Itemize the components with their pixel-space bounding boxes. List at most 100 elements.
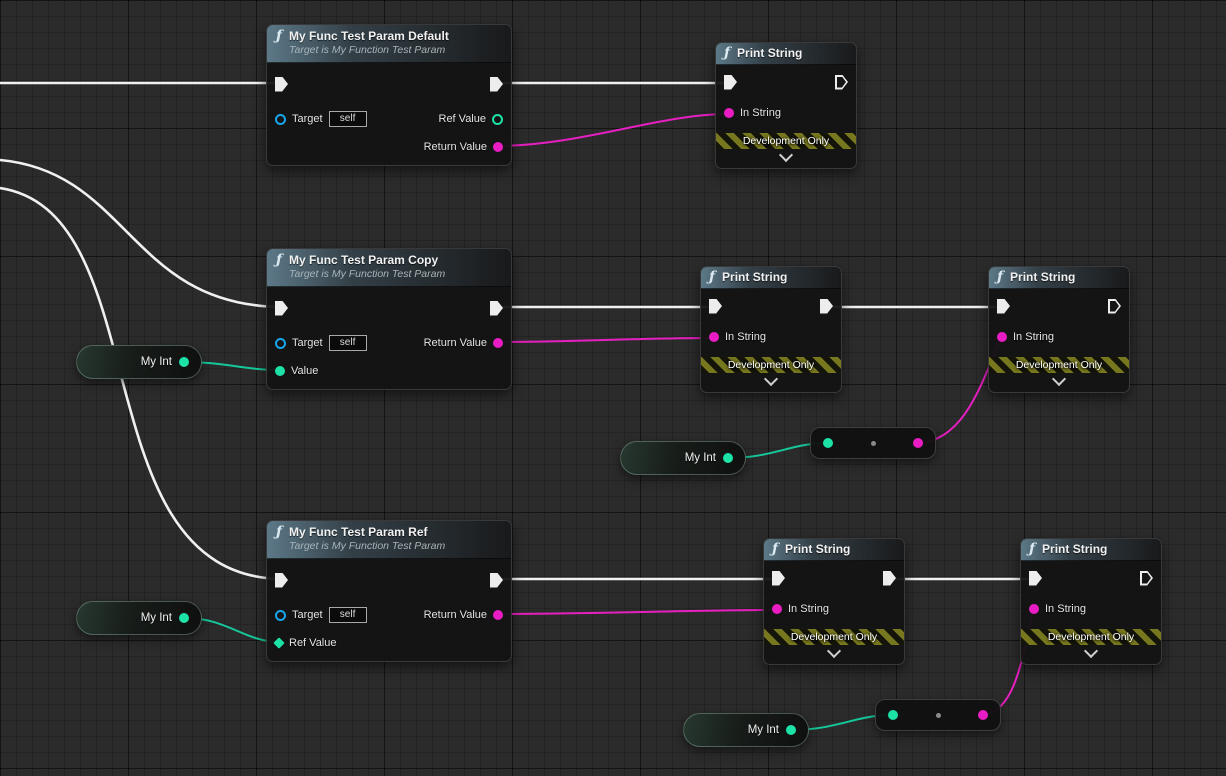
- target-label: Target: [292, 337, 323, 349]
- my-int-out-pin[interactable]: [723, 453, 733, 463]
- node-title: Print String: [785, 542, 851, 556]
- in-string-label: In String: [1045, 603, 1086, 615]
- node-my-func-test-param-default[interactable]: ƒ My Func Test Param Default Target is M…: [266, 24, 512, 166]
- node-header: ƒ Print String: [989, 267, 1129, 289]
- exec-in-pin[interactable]: [724, 74, 737, 90]
- node-header: ƒ Print String: [716, 43, 856, 65]
- node-header: ƒ My Func Test Param Copy Target is My F…: [267, 249, 511, 287]
- development-only-banner: Development Only: [764, 629, 904, 645]
- in-string-label: In String: [725, 331, 766, 343]
- in-string-pin[interactable]: [997, 332, 1007, 342]
- development-only-banner: Development Only: [989, 357, 1129, 373]
- conversion-in-pin[interactable]: [888, 710, 898, 720]
- exec-out-pin[interactable]: [490, 300, 503, 316]
- my-int-out-pin[interactable]: [179, 613, 189, 623]
- my-int-out-pin[interactable]: [786, 725, 796, 735]
- variable-label: My Int: [747, 724, 779, 736]
- expand-chevron-icon[interactable]: [763, 371, 779, 387]
- target-self-input[interactable]: self: [328, 111, 367, 127]
- target-self-input[interactable]: self: [328, 335, 367, 351]
- target-pin[interactable]: [275, 609, 286, 621]
- node-subtitle: Target is My Function Test Param: [289, 540, 446, 552]
- node-print-string-2[interactable]: ƒ Print String In String Development Onl…: [700, 266, 842, 393]
- return-value-label: Return Value: [423, 337, 487, 349]
- node-my-func-test-param-copy[interactable]: ƒ My Func Test Param Copy Target is My F…: [266, 248, 512, 390]
- exec-out-pin[interactable]: [1140, 570, 1153, 586]
- node-title: My Func Test Param Copy: [289, 253, 439, 267]
- return-value-pin[interactable]: [493, 142, 503, 152]
- function-icon: ƒ: [997, 269, 1004, 285]
- return-value-pin[interactable]: [493, 338, 503, 348]
- expand-chevron-icon[interactable]: [778, 147, 794, 163]
- node-header: ƒ Print String: [764, 539, 904, 561]
- exec-in-pin[interactable]: [1029, 570, 1042, 586]
- expand-chevron-icon[interactable]: [1083, 643, 1099, 659]
- exec-out-pin[interactable]: [490, 572, 503, 588]
- function-icon: ƒ: [276, 524, 283, 540]
- return-value-label: Return Value: [423, 141, 487, 153]
- exec-in-pin[interactable]: [275, 300, 288, 316]
- exec-out-pin[interactable]: [835, 74, 848, 90]
- in-string-label: In String: [740, 107, 781, 119]
- target-pin[interactable]: [275, 337, 286, 349]
- exec-out-pin[interactable]: [883, 570, 896, 586]
- exec-in-pin[interactable]: [997, 298, 1010, 314]
- node-title: Print String: [737, 46, 803, 60]
- node-print-string-3[interactable]: ƒ Print String In String Development Onl…: [988, 266, 1130, 393]
- exec-out-pin[interactable]: [490, 76, 503, 92]
- conversion-dot-icon: [870, 440, 876, 446]
- node-my-int-getter-4[interactable]: My Int: [683, 713, 809, 747]
- development-only-banner: Development Only: [701, 357, 841, 373]
- node-int-to-string-conversion-1[interactable]: [810, 427, 936, 459]
- value-pin[interactable]: [275, 366, 285, 376]
- exec-in-pin[interactable]: [772, 570, 785, 586]
- ref-value-in-pin[interactable]: [273, 637, 285, 649]
- conversion-dot-icon: [935, 712, 941, 718]
- function-icon: ƒ: [1029, 541, 1036, 557]
- in-string-label: In String: [1013, 331, 1054, 343]
- exec-wires[interactable]: [0, 81, 1035, 581]
- node-subtitle: Target is My Function Test Param: [289, 44, 446, 56]
- node-title: Print String: [1010, 270, 1076, 284]
- node-title: My Func Test Param Default: [289, 29, 449, 43]
- node-int-to-string-conversion-2[interactable]: [875, 699, 1001, 731]
- return-value-label: Return Value: [423, 609, 487, 621]
- exec-in-pin[interactable]: [709, 298, 722, 314]
- value-label: Value: [291, 365, 319, 377]
- node-print-string-1[interactable]: ƒ Print String In String Development Onl…: [715, 42, 857, 169]
- in-string-pin[interactable]: [709, 332, 719, 342]
- exec-out-pin[interactable]: [1108, 298, 1121, 314]
- target-label: Target: [292, 609, 323, 621]
- in-string-pin[interactable]: [1029, 604, 1039, 614]
- node-print-string-5[interactable]: ƒ Print String In String Development Onl…: [1020, 538, 1162, 665]
- node-my-func-test-param-ref[interactable]: ƒ My Func Test Param Ref Target is My Fu…: [266, 520, 512, 662]
- conversion-out-pin[interactable]: [913, 438, 923, 448]
- conversion-out-pin[interactable]: [978, 710, 988, 720]
- target-pin[interactable]: [275, 113, 286, 125]
- node-title: My Func Test Param Ref: [289, 525, 428, 539]
- return-value-pin[interactable]: [493, 610, 503, 620]
- target-label: Target: [292, 113, 323, 125]
- exec-in-pin[interactable]: [275, 76, 288, 92]
- conversion-in-pin[interactable]: [823, 438, 833, 448]
- ref-value-out-pin[interactable]: [492, 113, 503, 125]
- target-self-input[interactable]: self: [328, 607, 367, 623]
- in-string-label: In String: [788, 603, 829, 615]
- ref-value-label: Ref Value: [289, 637, 337, 649]
- my-int-out-pin[interactable]: [179, 357, 189, 367]
- in-string-pin[interactable]: [724, 108, 734, 118]
- node-my-int-getter-1[interactable]: My Int: [76, 345, 202, 379]
- exec-out-pin[interactable]: [820, 298, 833, 314]
- in-string-pin[interactable]: [772, 604, 782, 614]
- variable-label: My Int: [140, 612, 172, 624]
- exec-in-pin[interactable]: [275, 572, 288, 588]
- expand-chevron-icon[interactable]: [826, 643, 842, 659]
- function-icon: ƒ: [724, 45, 731, 61]
- node-header: ƒ Print String: [1021, 539, 1161, 561]
- node-my-int-getter-3[interactable]: My Int: [76, 601, 202, 635]
- node-my-int-getter-2[interactable]: My Int: [620, 441, 746, 475]
- node-print-string-4[interactable]: ƒ Print String In String Development Onl…: [763, 538, 905, 665]
- variable-label: My Int: [684, 452, 716, 464]
- expand-chevron-icon[interactable]: [1051, 371, 1067, 387]
